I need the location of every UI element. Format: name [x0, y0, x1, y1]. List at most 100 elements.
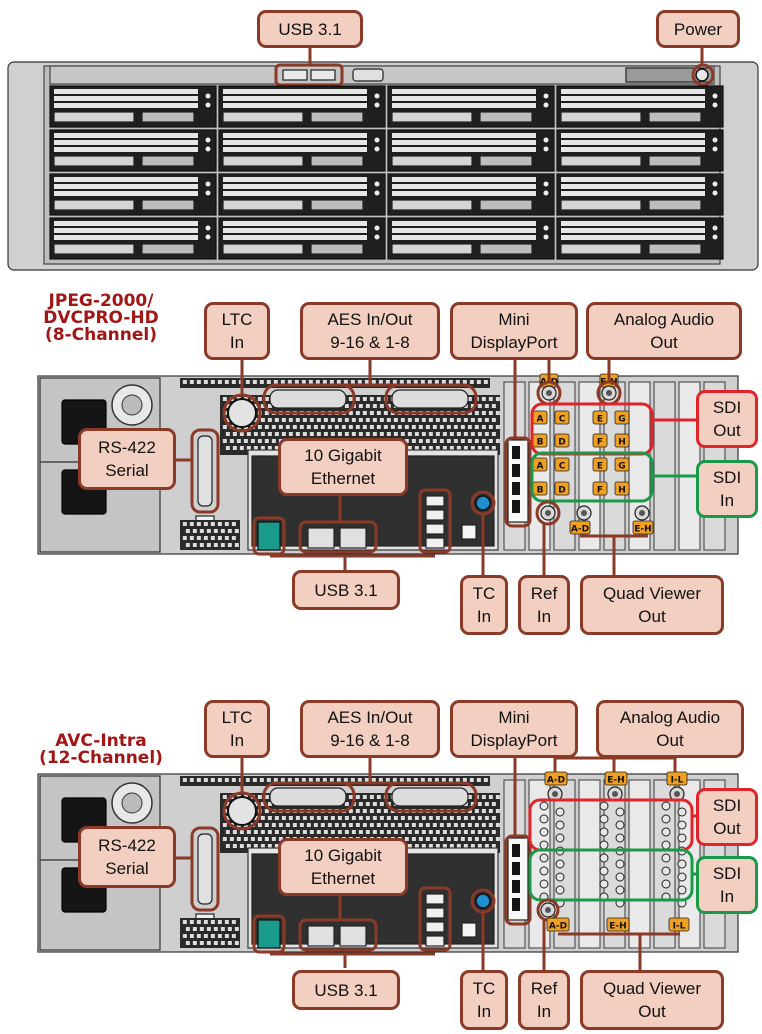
vent-hole — [432, 439, 437, 443]
vent-hole — [189, 778, 194, 782]
analog-out-pin — [612, 791, 618, 797]
connector-tag-text: A-D — [549, 922, 567, 932]
drive-led — [543, 190, 549, 196]
vent-hole — [407, 432, 412, 436]
vent-hole — [495, 425, 500, 429]
vent-hole — [189, 934, 194, 938]
vent-hole — [344, 802, 349, 806]
callout-bottom-ref: Ref In — [518, 970, 570, 1030]
vent-hole — [446, 425, 451, 429]
callout-bottom-ethernet: 10 Gigabit Ethernet — [278, 838, 408, 896]
vent-hole — [260, 844, 265, 848]
sdi-connector — [599, 801, 609, 811]
callout-top-quad: Quad Viewer Out — [580, 575, 724, 635]
vent-hole — [257, 397, 262, 401]
vent-hole — [411, 425, 416, 429]
vent-hole — [463, 446, 468, 450]
vent-hole — [495, 397, 500, 401]
vent-hole — [253, 404, 258, 408]
sdi-connector — [599, 879, 609, 889]
vent-hole — [264, 425, 269, 429]
vent-hole — [199, 941, 204, 945]
vent-hole — [253, 816, 258, 820]
vent-hole — [224, 934, 229, 938]
vent-hole — [372, 404, 377, 408]
ltc-xlr — [227, 398, 257, 428]
vent-hole — [406, 778, 411, 782]
vent-hole — [365, 418, 370, 422]
vent-hole — [474, 411, 479, 415]
drive-vent-row — [223, 221, 367, 226]
vent-hole — [232, 830, 237, 834]
vent-hole — [467, 837, 472, 841]
vent-hole — [252, 778, 257, 782]
vent-hole — [386, 432, 391, 436]
vent-hole — [229, 837, 234, 841]
callout-top-sdi-out: SDI Out — [696, 390, 758, 448]
drive-led — [543, 137, 549, 143]
vent-hole — [351, 432, 356, 436]
vent-hole — [365, 432, 370, 436]
mini-dp-port — [512, 500, 520, 513]
vent-hole — [442, 830, 447, 834]
drive-vent-row — [223, 147, 367, 152]
vent-hole — [456, 844, 461, 848]
vent-hole — [308, 778, 313, 782]
vent-hole — [435, 830, 440, 834]
connector-tag-text: I-L — [673, 922, 686, 932]
vent-hole — [199, 927, 204, 931]
vent-hole — [397, 823, 402, 827]
drive-latch — [310, 111, 364, 123]
usb-stack-port — [425, 921, 445, 933]
drive-latch — [141, 243, 195, 255]
sdi-connector — [539, 853, 549, 863]
vent-hole — [495, 837, 500, 841]
vent-hole — [418, 439, 423, 443]
vent-hole — [182, 920, 187, 924]
vent-hole — [481, 439, 486, 443]
vent-hole — [470, 830, 475, 834]
vent-hole — [231, 778, 236, 782]
drive-vent-row — [223, 133, 367, 138]
vent-hole — [488, 795, 493, 799]
vent-hole — [421, 816, 426, 820]
connector-tag-text: A — [537, 415, 544, 425]
mini-dp-ring — [504, 436, 532, 528]
drive-vent-row — [561, 103, 705, 108]
connector-tag-text: E-H — [634, 525, 651, 535]
drive-vent-row — [392, 221, 536, 226]
drive-vent-row — [392, 103, 536, 108]
vent-hole — [206, 927, 211, 931]
drive-handle — [222, 111, 304, 123]
vent-hole — [185, 941, 190, 945]
callout-bottom-aes: AES In/Out 9-16 & 1-8 — [300, 700, 440, 758]
drive-led — [543, 102, 549, 108]
vent-hole — [344, 830, 349, 834]
aes-connector-2 — [391, 787, 469, 807]
vent-hole — [379, 802, 384, 806]
vent-hole — [232, 432, 237, 436]
vent-hole — [203, 778, 208, 782]
vent-hole — [460, 823, 465, 827]
pcie-slot-cover — [653, 779, 676, 949]
vent-hole — [267, 816, 272, 820]
vent-hole — [274, 830, 279, 834]
vent-hole — [182, 536, 187, 540]
vent-hole — [330, 432, 335, 436]
sdi-connector — [661, 840, 671, 850]
drive-led — [543, 181, 549, 187]
ref-connector-pin — [545, 510, 551, 516]
vent-hole — [474, 439, 479, 443]
drive-vent-row — [54, 235, 198, 240]
connector-tag-text: C — [559, 415, 566, 425]
drive-vent-row — [223, 140, 367, 145]
vent-hole — [203, 522, 208, 526]
vent-hole — [449, 816, 454, 820]
vent-hole — [383, 425, 388, 429]
vent-hole — [341, 823, 346, 827]
ethernet-port-1 — [307, 925, 335, 947]
vent-hole — [460, 425, 465, 429]
vent-hole — [260, 446, 265, 450]
usb-left-ring — [252, 516, 286, 556]
drive-vent-row — [561, 191, 705, 196]
